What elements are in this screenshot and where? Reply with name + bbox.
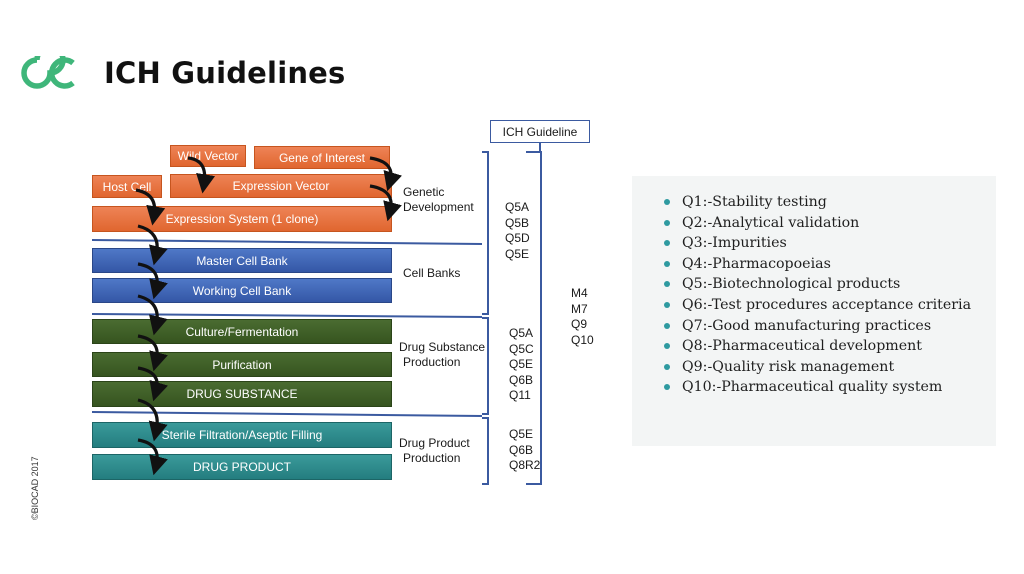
sterile-filtration-block: Sterile Filtration/Aseptic Filling xyxy=(92,422,392,448)
expression-vector-block: Expression Vector xyxy=(170,174,392,198)
drug-substance-block: DRUG SUBSTANCE xyxy=(92,381,392,407)
bullet-icon xyxy=(664,281,670,288)
bullet-icon xyxy=(664,219,670,226)
codes-overall: M4 M7 Q9 Q10 xyxy=(571,286,594,347)
host-cell-block: Host Cell xyxy=(92,175,162,198)
stage-label-genetic-development: Genetic Development xyxy=(403,185,474,214)
stage-label-cell-banks: Cell Banks xyxy=(403,266,461,280)
bracket-upstream xyxy=(482,151,489,315)
bullet-icon xyxy=(664,260,670,267)
codes-upstream: Q5A Q5B Q5D Q5E xyxy=(505,200,530,261)
bullet-icon xyxy=(664,199,670,205)
list-item: Q9:-Quality risk management xyxy=(664,357,996,378)
working-cell-bank-block: Working Cell Bank xyxy=(92,278,392,303)
culture-fermentation-block: Culture/Fermentation xyxy=(92,319,392,344)
list-item: Q1:-Stability testing xyxy=(664,192,996,213)
gene-of-interest-block: Gene of Interest xyxy=(254,146,390,169)
drug-product-block: DRUG PRODUCT xyxy=(92,454,392,480)
bullet-icon xyxy=(664,343,670,350)
ich-guideline-box: ICH Guideline xyxy=(490,120,590,143)
guidelines-list: Q1:-Stability testing Q2:-Analytical val… xyxy=(664,192,996,398)
bullet-icon xyxy=(664,384,670,391)
list-item: Q6:-Test procedures acceptance criteria xyxy=(664,295,996,316)
bullet-icon xyxy=(664,363,670,370)
bullet-icon xyxy=(664,322,670,329)
wild-vector-block: Wild Vector xyxy=(170,145,246,167)
separator-line-1 xyxy=(91,239,483,245)
list-item: Q2:-Analytical validation xyxy=(664,213,996,234)
biocad-logo-icon xyxy=(21,56,75,89)
list-item: Q8:-Pharmaceutical development xyxy=(664,336,996,357)
codes-product: Q5E Q6B Q8R2 xyxy=(509,427,541,473)
list-item: Q7:-Good manufacturing practices xyxy=(664,316,996,337)
bracket-overall xyxy=(526,151,542,485)
guidelines-panel: Q1:-Stability testing Q2:-Analytical val… xyxy=(632,176,996,446)
list-item: Q10:-Pharmaceutical quality system xyxy=(664,377,996,398)
expression-system-block: Expression System (1 clone) xyxy=(92,206,392,232)
list-item: Q3:-Impurities xyxy=(664,233,996,254)
bullet-icon xyxy=(664,301,670,308)
list-item: Q5:-Biotechnological products xyxy=(664,274,996,295)
separator-line-3 xyxy=(91,411,483,417)
bullet-icon xyxy=(664,240,670,247)
stage-label-drug-product-production: Drug Product Production xyxy=(399,436,470,465)
purification-block: Purification xyxy=(92,352,392,377)
bracket-product xyxy=(482,417,489,485)
master-cell-bank-block: Master Cell Bank xyxy=(92,248,392,273)
separator-line-2 xyxy=(91,313,483,318)
page-title: ICH Guidelines xyxy=(104,56,346,90)
bracket-substance xyxy=(482,317,489,415)
codes-substance: Q5A Q5C Q5E Q6B Q11 xyxy=(509,326,534,403)
stage-label-drug-substance-production: Drug Substance Production xyxy=(399,340,486,369)
list-item: Q4:-Pharmacopoeias xyxy=(664,254,996,275)
